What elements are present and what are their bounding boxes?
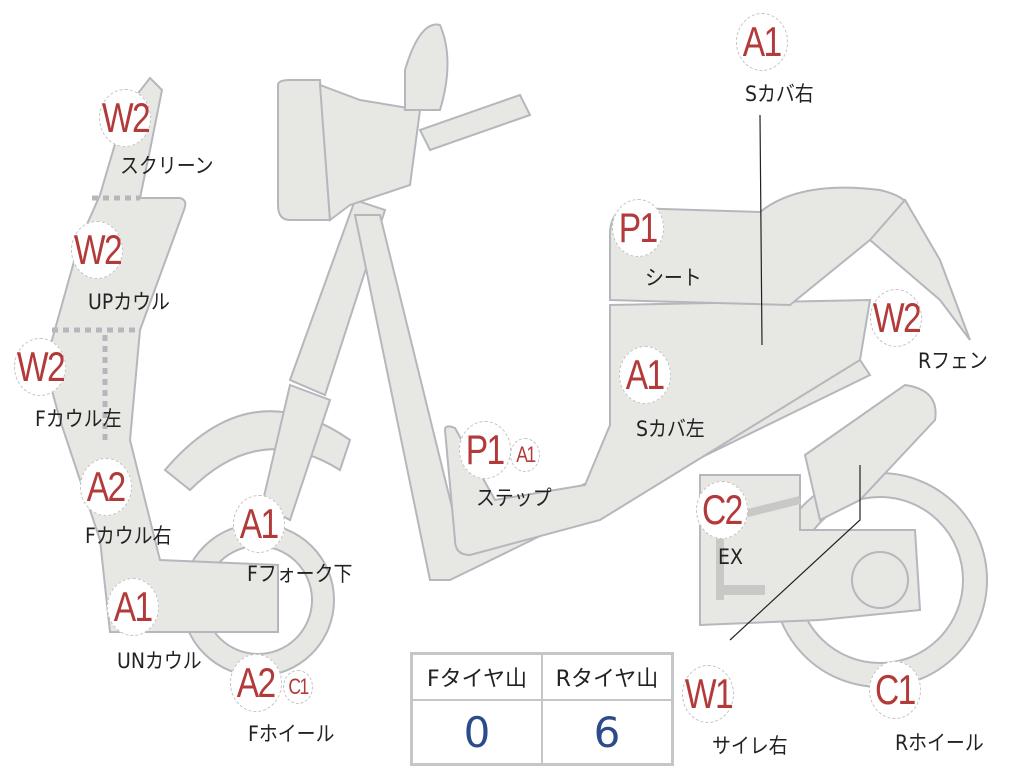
grade-code: A1 <box>240 500 280 547</box>
tire-tread-table: Fタイヤ山 Rタイヤ山 0 6 <box>410 652 674 766</box>
grade-badge-f-wheel: A2 <box>230 654 282 712</box>
grade-code: A1 <box>515 442 536 467</box>
grade-badge-exhaust: C2 <box>696 481 748 539</box>
part-label-s-cover-left: Sカバ左 <box>636 417 705 441</box>
part-label-r-fender: Rフェン <box>918 349 988 373</box>
part-label-un-cowl: UNカウル <box>117 649 202 673</box>
grade-code: W2 <box>73 226 122 273</box>
part-label-f-wheel: Fホイール <box>248 722 335 746</box>
grade-badge-step-extra: A1 <box>510 438 540 472</box>
grade-badge-f-cowl-left: W2 <box>14 338 66 396</box>
grade-badge-r-fender: W2 <box>870 289 922 347</box>
grade-badge-silencer-right: W1 <box>682 665 734 723</box>
part-label-r-wheel: Rホイール <box>895 731 984 755</box>
grade-badge-up-cowl: W2 <box>71 221 123 279</box>
part-label-seat: シート <box>645 266 702 290</box>
grade-badge-step: P1 <box>459 421 511 479</box>
grade-badge-s-cover-left: A1 <box>619 346 671 404</box>
grade-badge-f-wheel-extra: C1 <box>283 670 313 704</box>
header-front-tire: Fタイヤ山 <box>410 652 543 701</box>
part-label-f-cowl-left: Fカウル左 <box>35 407 122 431</box>
grade-code: C2 <box>702 486 743 533</box>
grade-badge-f-fork: A1 <box>233 495 285 553</box>
part-label-up-cowl: UPカウル <box>88 290 170 314</box>
part-label-exhaust: EX <box>718 545 743 569</box>
grade-code: P1 <box>619 204 659 251</box>
grade-code: W1 <box>684 670 733 717</box>
grade-code: C1 <box>875 666 916 713</box>
grade-badge-un-cowl: A1 <box>107 578 159 636</box>
value-front-tire: 0 <box>410 699 543 766</box>
part-label-f-cowl-right: Fカウル右 <box>85 524 172 548</box>
part-label-silencer-right: サイレ右 <box>712 734 788 758</box>
part-label-s-cover-right: Sカバ右 <box>745 82 814 106</box>
grade-badge-r-wheel: C1 <box>869 661 921 719</box>
grade-code: A2 <box>237 659 277 706</box>
grade-code: C1 <box>288 674 309 699</box>
part-label-f-fork: Fフォーク下 <box>247 562 353 586</box>
grade-code: W2 <box>872 294 921 341</box>
grade-code: A1 <box>114 583 154 630</box>
value-rear-tire: 6 <box>541 699 674 766</box>
grade-badge-seat: P1 <box>612 199 664 257</box>
header-rear-tire: Rタイヤ山 <box>541 652 674 701</box>
part-label-screen: スクリーン <box>120 154 214 178</box>
grade-badge-s-cover-right: A1 <box>736 13 788 71</box>
grade-code: W2 <box>16 343 65 390</box>
grade-code: P1 <box>466 426 506 473</box>
grade-badge-f-cowl-right: A2 <box>80 458 132 516</box>
grade-code: A1 <box>743 18 783 65</box>
grade-badge-screen: W2 <box>99 89 151 147</box>
grade-code: W2 <box>101 94 150 141</box>
grade-code: A1 <box>626 351 666 398</box>
grade-code: A2 <box>87 463 127 510</box>
part-label-step: ステップ <box>476 486 552 510</box>
